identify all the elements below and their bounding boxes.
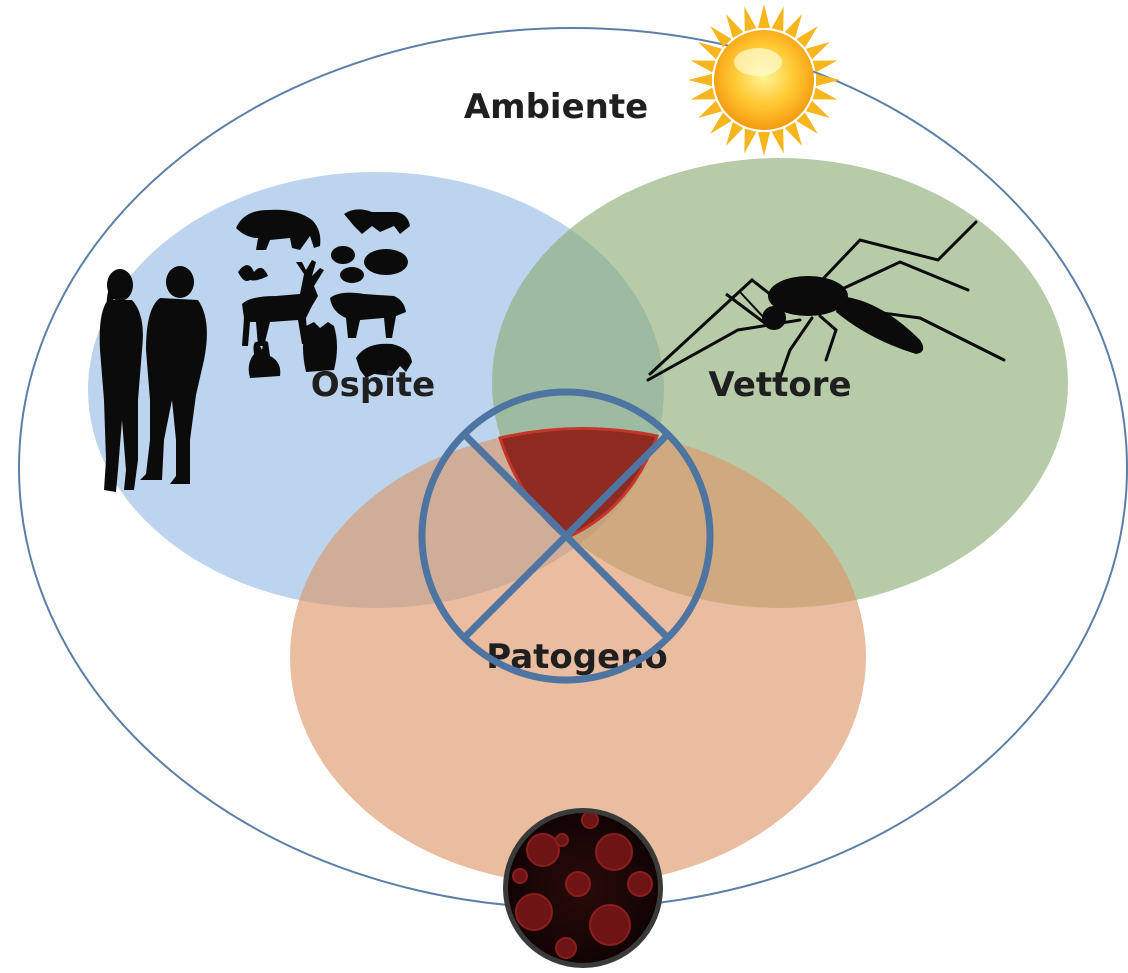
- human-couple-icon: [99, 266, 207, 492]
- pathogen-circle: [290, 429, 866, 885]
- environment-label: Ambiente: [464, 87, 648, 127]
- sun-icon: [688, 4, 840, 156]
- pathogen-virus-icon: [503, 808, 663, 968]
- mosquito-icon: [646, 220, 1006, 382]
- vector-label: Vettore: [708, 365, 851, 405]
- crossed-circle-icon: [418, 388, 714, 684]
- wild-animals-icon: [236, 209, 412, 378]
- host-label: Ospite: [311, 365, 435, 405]
